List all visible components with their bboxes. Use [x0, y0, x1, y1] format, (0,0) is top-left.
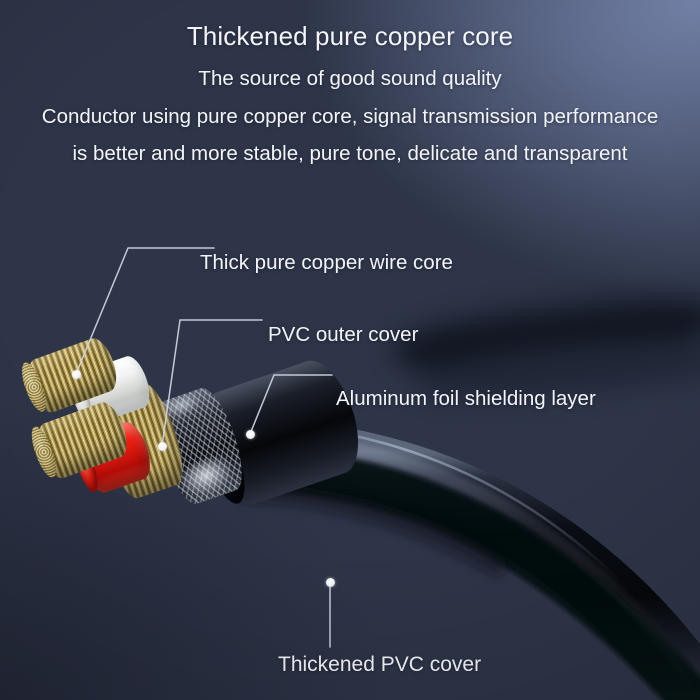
page-title: Thickened pure copper core: [0, 21, 700, 52]
subtitle-line-2: Conductor using pure copper core, signal…: [0, 105, 700, 129]
callout-label-copper-core: Thick pure copper wire core: [200, 251, 453, 275]
callout-label-thickened-pvc: Thickened PVC cover: [278, 653, 481, 677]
subtitle-line-3: is better and more stable, pure tone, de…: [0, 142, 700, 166]
marker-dot-thickened-pvc: [325, 577, 335, 587]
callout-label-pvc-outer-cover: PVC outer cover: [268, 323, 418, 347]
marker-dot-pvc-cover: [157, 441, 167, 451]
callout-label-foil-shield: Aluminum foil shielding layer: [336, 387, 596, 411]
marker-dot-copper-core: [71, 369, 81, 379]
marker-dot-foil-shield: [245, 429, 255, 439]
subtitle-line-1: The source of good sound quality: [0, 67, 700, 91]
